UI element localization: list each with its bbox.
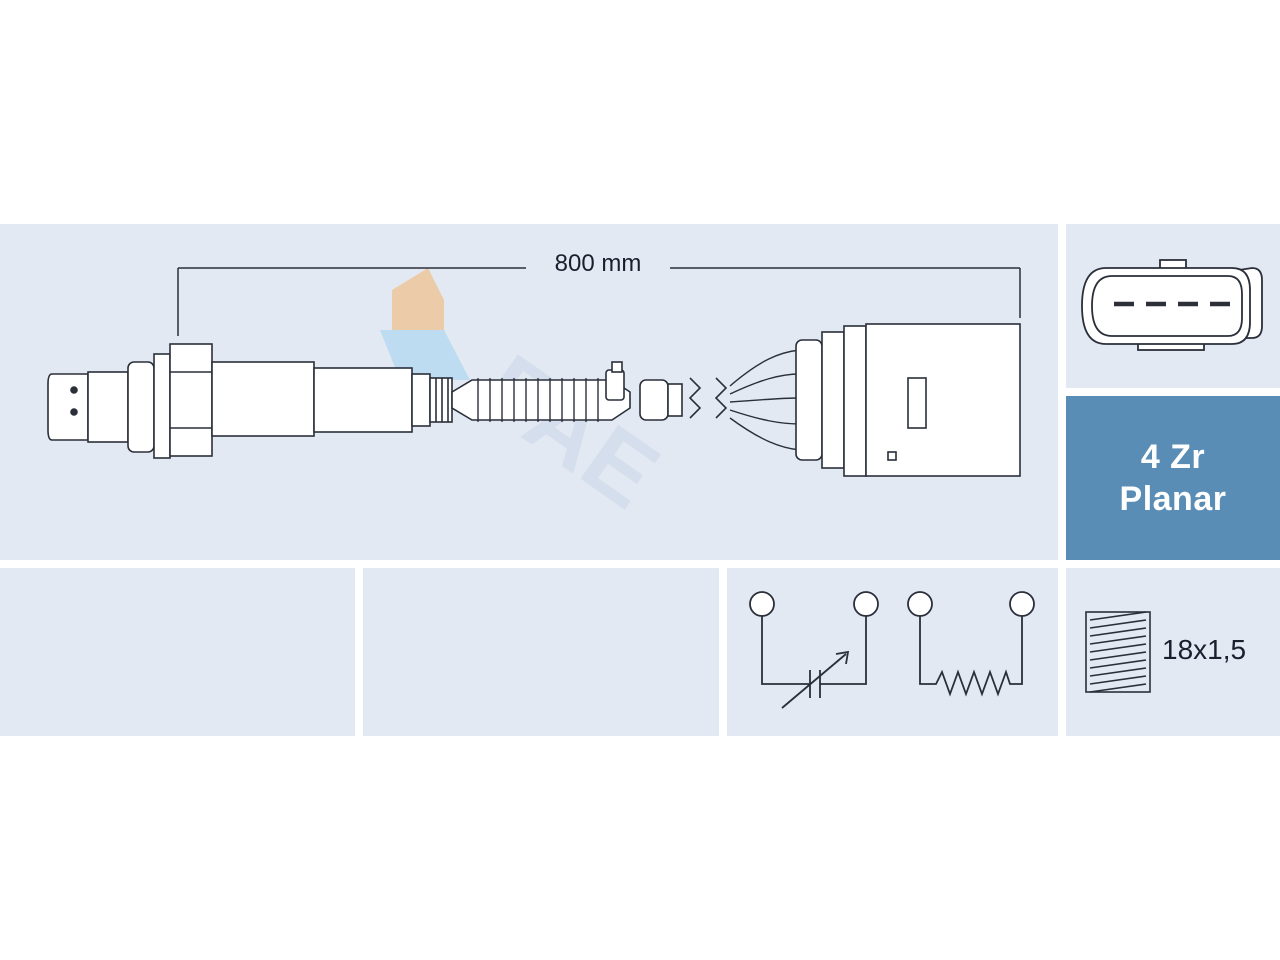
thread-icon <box>1085 611 1151 693</box>
thread-size-label: 18x1,5 <box>1162 634 1247 665</box>
svg-text:FAE: FAE <box>463 334 677 529</box>
heater-resistor-symbol <box>907 591 1035 697</box>
sensor-type-panel: 4 Zr Planar <box>1066 396 1280 560</box>
thread-panel <box>1066 568 1280 736</box>
empty-info-panel-2 <box>363 568 719 736</box>
length-dimension <box>177 267 1021 336</box>
cable-length-label: 800 mm <box>554 250 642 277</box>
sensor-type-line2: Planar <box>1119 480 1227 518</box>
oxygen-sensor-drawing <box>47 323 1021 477</box>
sensor-type-line1: 4 Zr <box>1140 438 1206 476</box>
variable-resistor-symbol <box>749 591 879 709</box>
empty-info-panel-1 <box>0 568 355 736</box>
connector-plug-icon <box>1081 259 1263 351</box>
